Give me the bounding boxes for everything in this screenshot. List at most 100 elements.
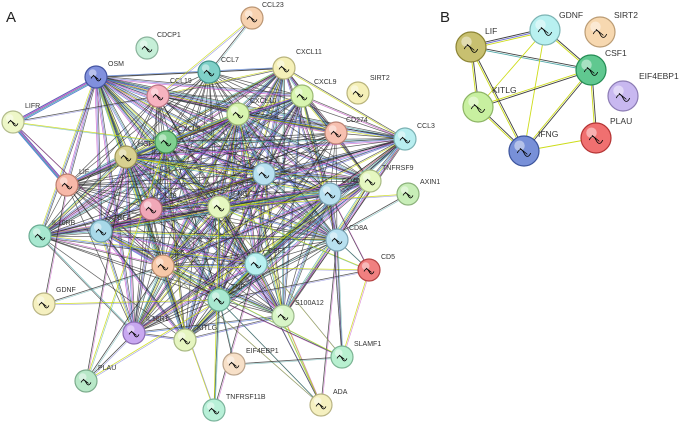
node-label: EIF4EBP1: [246, 348, 279, 355]
node-cxcl8[interactable]: CXCL8: [154, 126, 201, 154]
node-cd274[interactable]: CD274: [324, 117, 368, 145]
node-cdcp1[interactable]: CDCP1: [135, 32, 181, 60]
network-edge: [163, 207, 220, 267]
protein-structure-icon: [296, 93, 308, 101]
node-highlight: [514, 140, 525, 151]
node-gdnf[interactable]: GDNF: [529, 10, 583, 46]
node-eif4ebp1[interactable]: EIF4EBP1: [222, 348, 279, 376]
node-highlight: [206, 402, 215, 410]
node-ifng[interactable]: IFNG: [207, 191, 248, 219]
network-edge: [341, 269, 370, 358]
node-cd5[interactable]: CD5: [357, 254, 395, 282]
node-ccl19[interactable]: CCL19: [146, 78, 192, 108]
node-sirt2[interactable]: SIRT2: [346, 75, 390, 105]
node-circle: [508, 135, 540, 167]
node-plau[interactable]: PLAU: [580, 116, 632, 154]
network-edge: [39, 235, 257, 265]
node-il6[interactable]: IL6: [151, 250, 185, 278]
node-label: GDNF: [56, 287, 76, 294]
node-slamf1[interactable]: SLAMF1: [330, 341, 381, 369]
node-lif[interactable]: LIF: [455, 26, 497, 63]
protein-structure-icon: [38, 301, 50, 309]
node-il10rb[interactable]: IL10RB: [28, 220, 76, 248]
node-circle: [455, 31, 487, 63]
network-edge: [163, 174, 265, 267]
network-edge: [330, 194, 371, 272]
protein-structure-icon: [179, 337, 191, 345]
protein-structure-icon: [228, 361, 240, 369]
node-highlight: [461, 36, 472, 47]
node-hgf[interactable]: HGF: [114, 141, 153, 169]
node-plau[interactable]: PLAU: [74, 365, 116, 393]
network-edge: [157, 95, 265, 175]
node-csf1[interactable]: CSF1: [575, 48, 627, 86]
network-edge: [125, 156, 371, 182]
node-label: TNF: [231, 284, 245, 291]
node-circle: [462, 91, 494, 123]
network-edge: [133, 262, 256, 333]
node-highlight: [400, 186, 409, 194]
node-label: SIRT2: [614, 10, 638, 20]
node-il7[interactable]: IL7: [252, 158, 286, 186]
node-cxcl9[interactable]: CXCL9: [290, 79, 337, 108]
network-edge: [283, 68, 405, 140]
node-highlight: [93, 223, 102, 231]
node-tnf[interactable]: TNF: [207, 284, 245, 312]
network-edge: [237, 114, 336, 135]
protein-structure-icon: [120, 154, 132, 162]
network-edge: [236, 114, 337, 241]
node-label: ADA: [333, 389, 348, 396]
node-kitlg[interactable]: KITLG: [173, 325, 217, 352]
node-il18r1[interactable]: IL18R1: [122, 316, 169, 345]
node-osm[interactable]: OSM: [84, 61, 124, 89]
node-cxcl11[interactable]: CXCL11: [272, 49, 322, 80]
node-lif[interactable]: LIF: [55, 169, 89, 197]
node-csf1[interactable]: CSF1: [244, 248, 286, 276]
network-edge: [100, 230, 257, 265]
network-edge: [66, 132, 337, 186]
network-edge: [133, 263, 257, 334]
node-ccl7[interactable]: CCL7: [197, 57, 239, 84]
node-label: LIF: [79, 169, 89, 176]
network-edge: [219, 300, 323, 407]
network-edge: [95, 76, 265, 175]
protein-structure-icon: [324, 191, 336, 199]
network-edge: [219, 207, 323, 407]
node-cd8a[interactable]: CD8A: [325, 225, 368, 252]
node-ccl3[interactable]: CCL3: [393, 123, 435, 151]
node-label: CXCL10: [250, 98, 277, 105]
node-il18[interactable]: IL18: [139, 193, 177, 221]
network-edge: [219, 270, 371, 302]
node-eif4ebp1[interactable]: EIF4EBP1: [607, 71, 679, 112]
node-kitlg[interactable]: KITLG: [462, 85, 517, 123]
network-edge: [218, 193, 409, 208]
node-s100a12[interactable]: S100A12: [271, 300, 324, 328]
node-axin1[interactable]: AXIN1: [396, 179, 440, 206]
network-edge: [39, 132, 337, 237]
network-edge: [218, 207, 337, 241]
node-tgfa[interactable]: TGFA: [89, 215, 132, 243]
network-edge: [477, 68, 591, 107]
network-edge: [162, 138, 405, 266]
node-sirt2[interactable]: SIRT2: [584, 10, 638, 48]
node-ifng[interactable]: IFNG: [508, 129, 558, 167]
node-label: TNFRSF11B: [226, 394, 266, 401]
node-lifr[interactable]: LIFR: [1, 103, 40, 134]
network-edge: [38, 76, 96, 236]
node-cxcl10[interactable]: CXCL10: [226, 98, 277, 126]
node-circle: [584, 16, 616, 48]
node-gdnf[interactable]: GDNF: [32, 287, 76, 316]
node-highlight: [32, 228, 41, 236]
node-tnfrsf9[interactable]: TNFRSF9: [358, 165, 414, 193]
node-ccl23[interactable]: CCL23: [240, 2, 284, 30]
node-highlight: [535, 19, 546, 30]
node-tnfrsf11b[interactable]: TNFRSF11B: [202, 394, 266, 422]
node-ada[interactable]: ADA: [309, 389, 348, 417]
node-highlight: [586, 127, 597, 138]
protein-structure-icon: [250, 261, 262, 269]
node-label: PLAU: [98, 365, 116, 372]
network-edge: [158, 68, 285, 97]
network-edge: [124, 157, 185, 341]
node-cd40[interactable]: CD40: [318, 178, 360, 206]
